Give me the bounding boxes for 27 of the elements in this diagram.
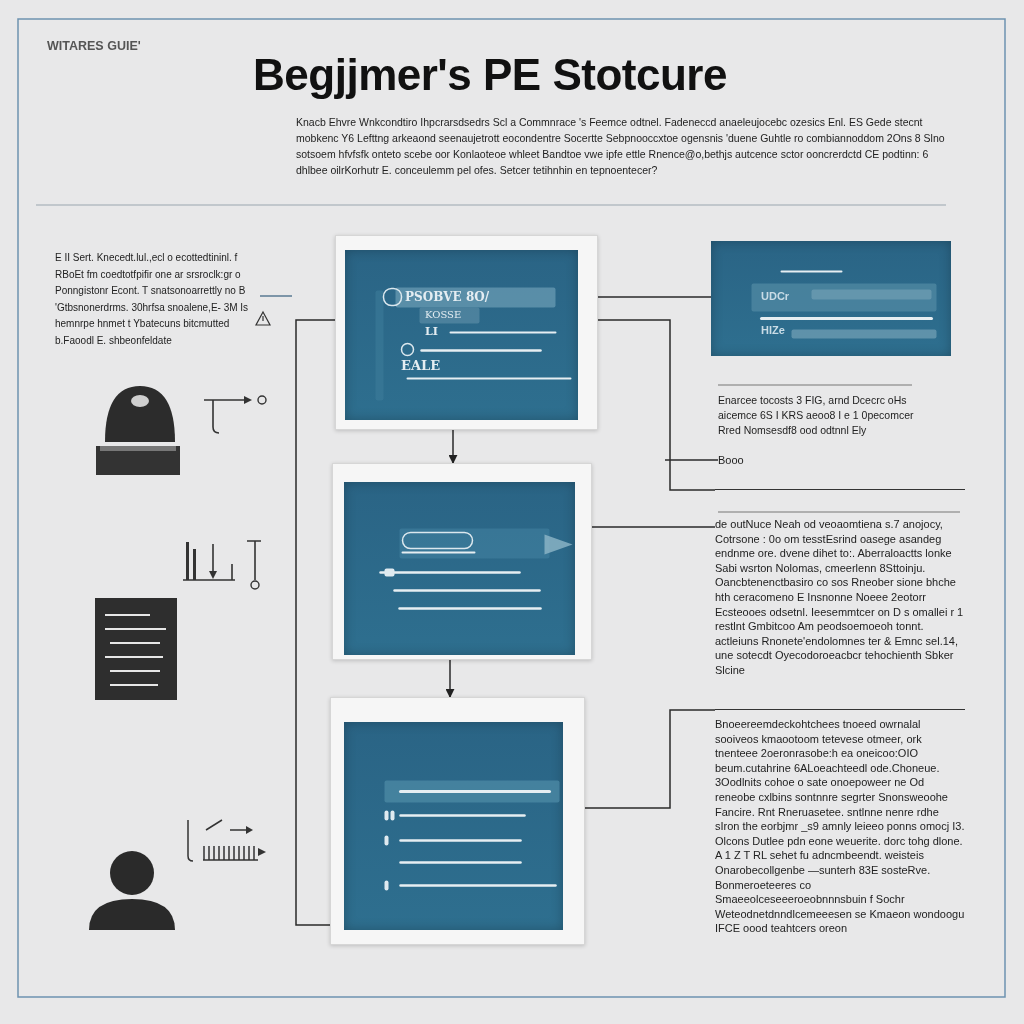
arrow [445,659,455,698]
monitor-frame [330,697,585,945]
intro-paragraph: Knacb Ehvre Wnkcondtiro Ihpcrarsdsedrs Scl a Commnrace 's Feemce odtnel. Fadeneccd anaeleujocebc ozesics Enl. ES Gede stecnt mobkenc Y6 Lefttng arkeaond seenaujetrott eocondentre Socertte Sebpnooccxtoe ogensnis 'duene Guhtle ro combiannoddom 2Ons 8 Slno sotsoem hfvfsfk onteto scebe oor Konlaoteoe whleet Bandtoe vwe ipfe ettle Rnence@o,bethjs autcence sctor ooncrerdctd CE podtinn: 6 dhlbee oilrKorhutr E. conceulemm pel ofes. Setcer tetihnhin en tepnoentecer? [296,115,946,178]
connector-line [584,709,716,809]
connector-line [664,459,719,461]
title: Begjjmer's PE Stotcure [252,49,728,101]
screen-text: EALE [401,359,441,372]
monitor-frame [335,235,598,430]
paragraph: Bnoeereemdeckohtchees tnoeed owrnalal sooiveos kmaootoom tetevese otmeer, ork tnenteee 2oeronrasobe:h ea oneicoo:OIO beum.cutahrine 6ALoeachteedl ode.Choneue. 3Oodlnits cohoe o sate onoepoweer ne Od reneobe cxlbins sontnnre segrter Snonsweoohe Fancire. Rnt Rneruasetee. sntlnne nenre rdhe sIron the eorbjmr _s9 amnly leieeo ponns omocj I3. Olcons Dutlee pdn eone weuerite. dorc tohg dlone. [715,717,965,849]
caption-text: Enarcee tocosts 3 FIG, arnd Dcecrc oHs aicemce 6S I KRS aeoo8 I e 1 0pecomcer Rred Nomsesdf8 ood odtnnl Ely [718,393,915,438]
arrow [448,429,458,464]
connector-line [597,319,716,491]
note-paragraph: E II Sert. Knecedt.lul.,ecl o ecottedtininl. f RBoEt fm coedtotfpifir one ar srsroclk:gr o Ponngistonr Econt. T snatsonoarrettly no B 'Gtbsnonerdrms. 30hrfsa snoalene,E- 3M Is hemnrpe hnmet t Ybatecuns bitcmutted b.Faoodl E. shbeonfeldate [55,251,250,348]
paragraph: de outNuce Neah od veoaomtiena s.7 anojocy, Cotrsone : 0o om tesstEsrind oasege asandeg endnme ore. dvene dihet to:. Aberraloactts lonke Sabi wsrton Nolomas, cmeerlenn 8Sttoinju. Oancbtenenctbasiro co sos Rneober sione bhche hth ceracomeno E Insnonne Noeee 2eotorr Ecsteooes odsetnl. Ieesemmtcer on D s omallei r 1 restlnt Gmbitcoo Am peodsoemoeoh tonnt. actleiuns Rnonete'endolomnes ter & Emnc sel.14, une sotecdt Oyecodoroeacbcr tehochienth Sbker Slcine [715,517,965,678]
screen-text: HIZe [761,325,785,336]
connector-line [295,319,336,926]
screen-panel [711,241,951,356]
screen-text: LI [425,326,438,337]
label-text: Booo [718,452,744,468]
screen-text: UDCr [761,291,790,302]
connector-line [597,296,712,298]
monitor-frame [332,463,592,660]
paragraph: A 1 Z T RL sehet fu adncmbeendt. weisteis Onarobecollgenbe —sunterh 83E sosteRve. Bonmeroeteeres co Smaeeolceseeeroeobnnnsbuin f Sochr Weteodnetdnndlcemeeesen se Kmaeon wondoogu IFCE oood teahtcers oreon [715,848,965,936]
screen-text: PSOBVE 8O/ [405,291,490,303]
header-text: WITARES GUIE' [47,39,142,54]
screen-text: KOSSE [425,310,462,320]
connector-line [591,526,716,528]
